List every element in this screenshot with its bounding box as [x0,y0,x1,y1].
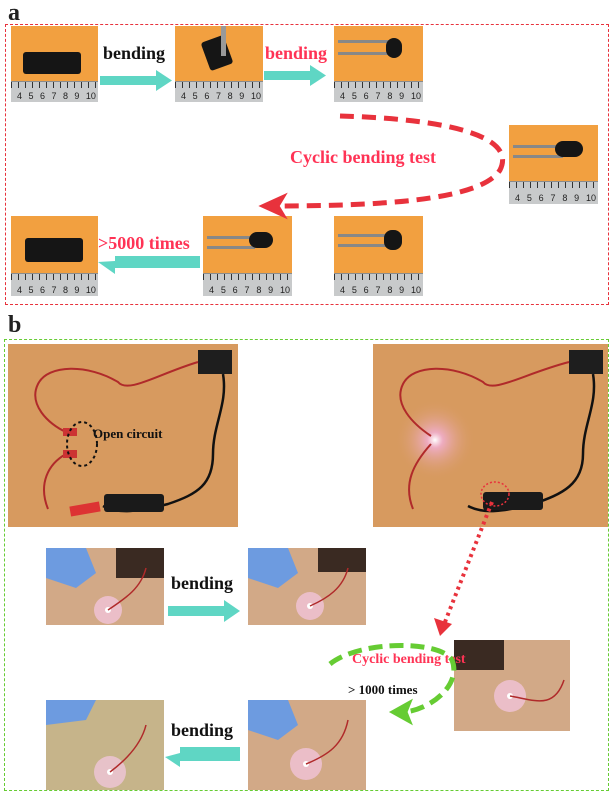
photo-b-closed-circuit [373,344,608,527]
panel-b-letter: b [8,312,22,338]
label-b-open-circuit: Open circuit [93,426,163,441]
label-a-bending-2: bending [265,43,328,63]
label-b-cyclic: Cyclic bending test [352,652,466,667]
label-a-bending-1: bending [103,43,166,63]
photo-b-cyclic-bending [454,640,570,731]
panel-a-frame [5,24,609,305]
label-b-bending-1: bending [171,573,234,593]
panel-a-letter: a [8,0,20,26]
photo-b-bending-1 [46,548,164,625]
label-a-cyclic: Cyclic bending test [290,147,436,167]
panel-b-frame [4,339,609,791]
label-b-times: > 1000 times [348,682,418,697]
photo-b-bending-2 [248,548,366,625]
photo-b-bottom-left [46,700,164,790]
photo-b-bottom-right [248,700,366,790]
photo-b-open-circuit [8,344,238,527]
label-b-bending-2: bending [171,720,234,740]
label-a-times: >5000 times [98,233,190,253]
